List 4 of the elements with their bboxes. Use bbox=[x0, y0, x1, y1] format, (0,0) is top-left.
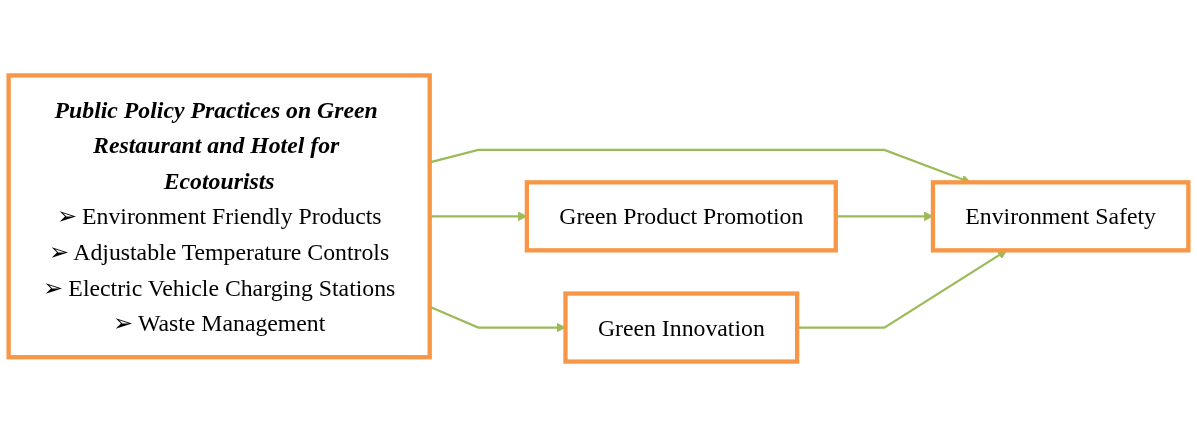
node-box: Environment Safety bbox=[930, 180, 1191, 253]
node-box: Green Innovation bbox=[563, 291, 800, 364]
node-box: Green Product Promotion bbox=[524, 180, 838, 253]
node-box: Public Policy Practices on Green Restaurant and Hotel for Ecotourists ➢ Environment Friendly Products ➢ Adjustable Temperature Controls ➢ Electric Vehicle Charging Stations ➢ Waste Management bbox=[6, 73, 432, 360]
